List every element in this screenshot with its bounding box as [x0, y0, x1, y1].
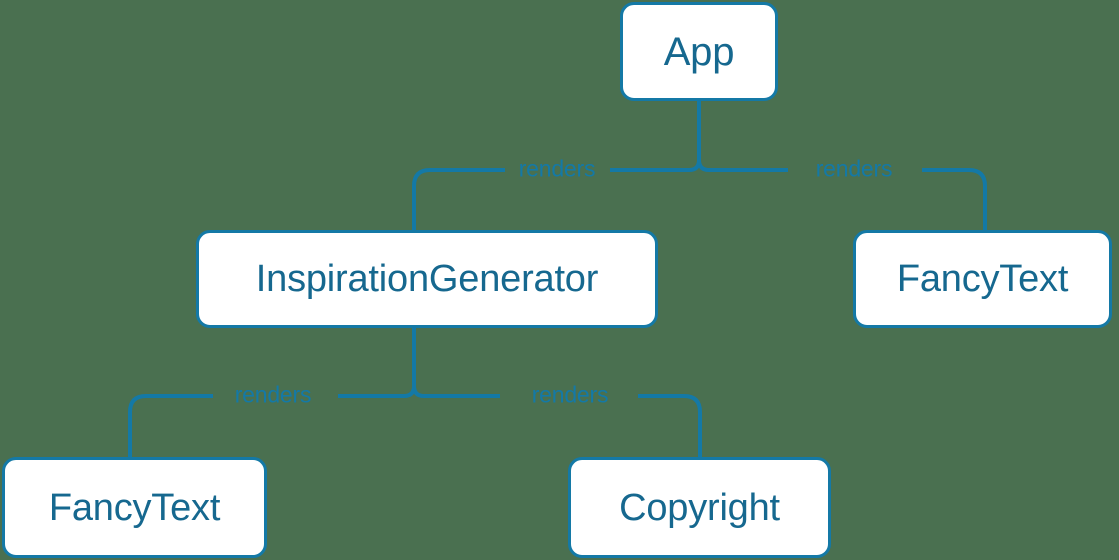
- node-fancytext-right[interactable]: FancyText: [853, 230, 1112, 328]
- edge-app-to-inspirationgenerator: [412, 168, 689, 230]
- edge-app-to-fancytext: [709, 168, 987, 230]
- edge-inspirationgenerator-to-copyright: [424, 394, 702, 457]
- edge-label-app-to-fancytext: renders: [815, 155, 893, 182]
- node-inspirationgenerator-label: InspirationGenerator: [255, 258, 599, 300]
- node-copyright-label: Copyright: [619, 486, 780, 529]
- edge-inspirationgenerator-stem: [412, 328, 425, 398]
- edge-inspirationgenerator-to-fancytext: [128, 394, 404, 457]
- node-fancytext-right-label: FancyText: [896, 258, 1069, 300]
- node-inspirationgenerator[interactable]: InspirationGenerator: [196, 230, 658, 328]
- edge-label-inspirationgenerator-to-fancytext: renders: [234, 381, 312, 408]
- node-fancytext-bottom-label: FancyText: [48, 486, 221, 529]
- edge-app-stem-left: [688, 159, 701, 172]
- edge-inspirationgenerator-stem-left: [403, 385, 416, 398]
- edge-app-stem: [697, 101, 710, 172]
- node-fancytext-bottom[interactable]: FancyText: [2, 457, 267, 558]
- node-app-label: App: [663, 29, 735, 74]
- edge-label-inspirationgenerator-to-copyright: renders: [531, 381, 609, 408]
- node-app[interactable]: App: [620, 2, 778, 101]
- node-copyright[interactable]: Copyright: [568, 457, 831, 558]
- edge-label-app-to-inspirationgenerator: renders: [518, 155, 596, 182]
